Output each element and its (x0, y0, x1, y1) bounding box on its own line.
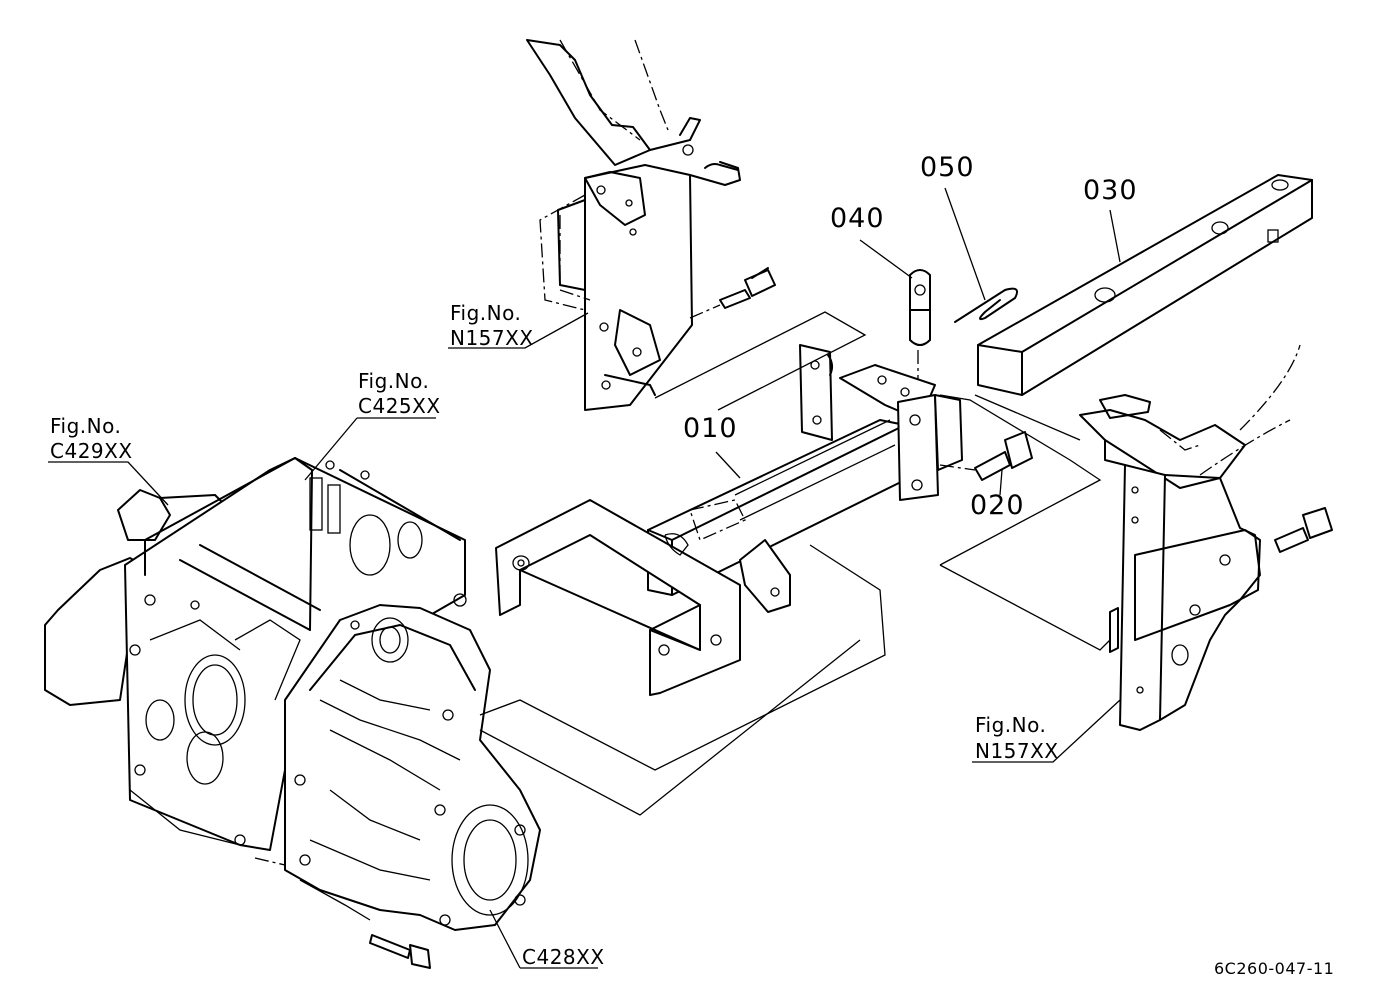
part-040-pin (909, 269, 931, 390)
ref-label-top[interactable]: N157XX (450, 326, 534, 350)
bolt-top (689, 267, 776, 319)
fig-label-c425: Fig.No. (358, 369, 430, 393)
part-050-clip (954, 287, 1018, 323)
ref-label-right[interactable]: N157XX (975, 739, 1059, 763)
fig-label-right: Fig.No. (975, 713, 1047, 737)
ref-label-c429[interactable]: C429XX (50, 439, 133, 463)
frame-bracket-right (1079, 344, 1301, 731)
frame-bracket-top (526, 39, 741, 411)
drawing-code: 6C260-047-11 (1214, 959, 1335, 978)
fig-label-top: Fig.No. (450, 301, 522, 325)
ref-label-c425[interactable]: C425XX (358, 394, 441, 418)
ref-label-c428[interactable]: C428XX (522, 945, 605, 969)
part-number-040[interactable]: 040 (830, 203, 885, 234)
leader-lines (48, 187, 1121, 969)
part-number-050[interactable]: 050 (920, 152, 975, 183)
part-030-bar (977, 174, 1313, 396)
part-number-010[interactable]: 010 (683, 413, 738, 444)
part-020-bolt (939, 431, 1033, 481)
part-010-assembly (495, 344, 963, 696)
transmission-housing (44, 457, 541, 969)
bolt-right (1274, 507, 1333, 553)
part-number-020[interactable]: 020 (970, 490, 1025, 521)
fig-label-c429: Fig.No. (50, 414, 122, 438)
assembly-guide-lines (479, 311, 1111, 816)
part-number-030[interactable]: 030 (1083, 175, 1138, 206)
